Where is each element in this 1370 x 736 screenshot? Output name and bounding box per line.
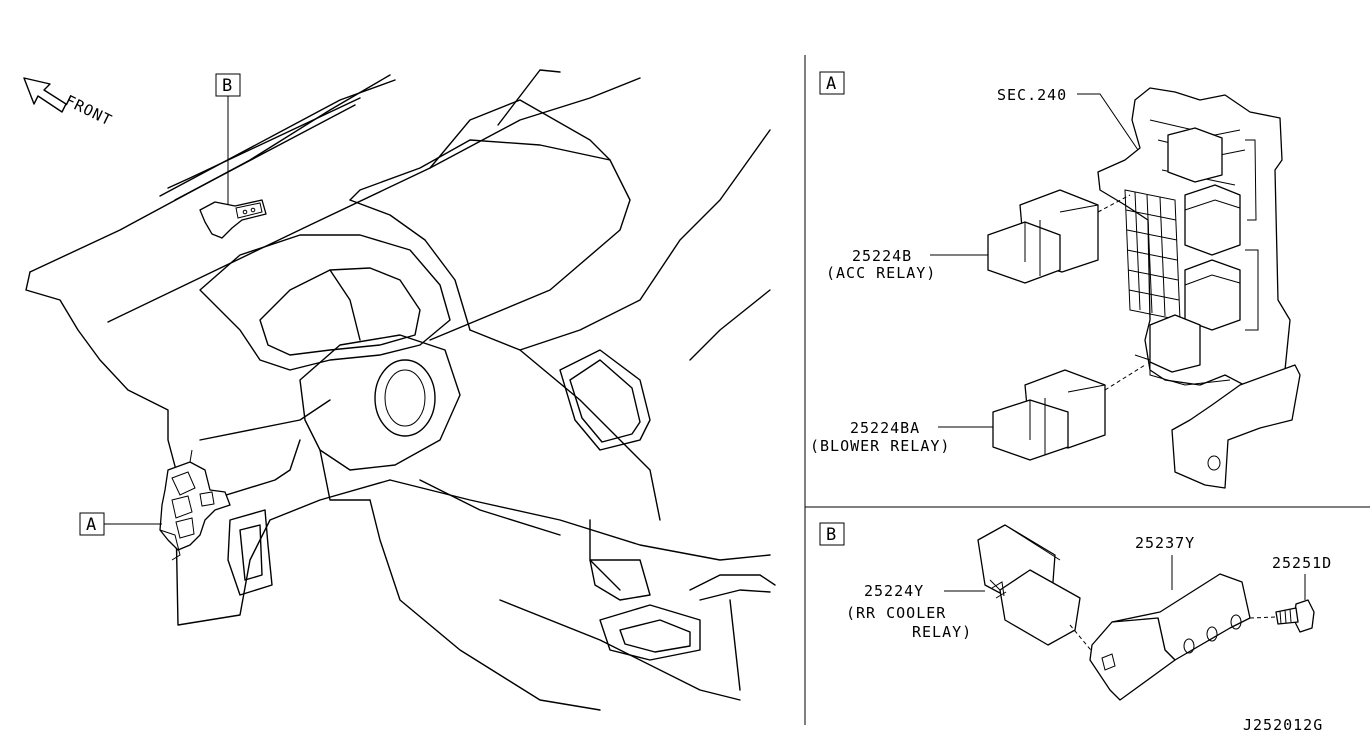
- callout-a-label: A: [86, 515, 97, 535]
- detail-b-panel: B 25224Y (RR COOLER RELAY) 25237Y: [819, 522, 1332, 701]
- rr-cooler-name-line2: RELAY): [912, 623, 972, 641]
- sec-240-label: SEC.240: [997, 86, 1067, 104]
- bolt-part-number: 25251D: [1272, 554, 1332, 572]
- relay-cowl-b: [199, 199, 267, 239]
- front-label: FRONT: [62, 91, 115, 129]
- callout-b-label: B: [222, 76, 233, 96]
- figure-code: J252012G: [1243, 716, 1323, 734]
- acc-relay-part-number: 25224B: [852, 247, 912, 265]
- blower-relay-part-number: 25224BA: [850, 419, 920, 437]
- fuse-relay-block: [1097, 87, 1291, 389]
- detail-a-label: A: [826, 74, 837, 94]
- bolt-25251d: [1275, 599, 1315, 633]
- acc-relay: [987, 189, 1099, 284]
- detail-a-label-box: [819, 71, 845, 95]
- dashboard-overview: FRONT: [23, 69, 776, 711]
- detail-a-panel: A SEC.240: [810, 71, 1301, 489]
- front-arrow-icon: [23, 77, 67, 113]
- relay-bracket-b: [1089, 573, 1251, 701]
- blower-relay: [992, 369, 1106, 461]
- blower-relay-name: (BLOWER RELAY): [810, 437, 950, 455]
- mounting-bracket-a: [1171, 364, 1301, 489]
- rr-cooler-relay: [977, 524, 1081, 646]
- bracket-part-number: 25237Y: [1135, 534, 1195, 552]
- detail-b-label: B: [826, 525, 837, 545]
- detail-b-label-box: [819, 522, 845, 546]
- rr-cooler-part-number: 25224Y: [864, 582, 924, 600]
- relay-box-assembly-a: [159, 449, 231, 561]
- rr-cooler-name-line1: (RR COOLER: [846, 604, 946, 622]
- acc-relay-name: (ACC RELAY): [826, 264, 936, 282]
